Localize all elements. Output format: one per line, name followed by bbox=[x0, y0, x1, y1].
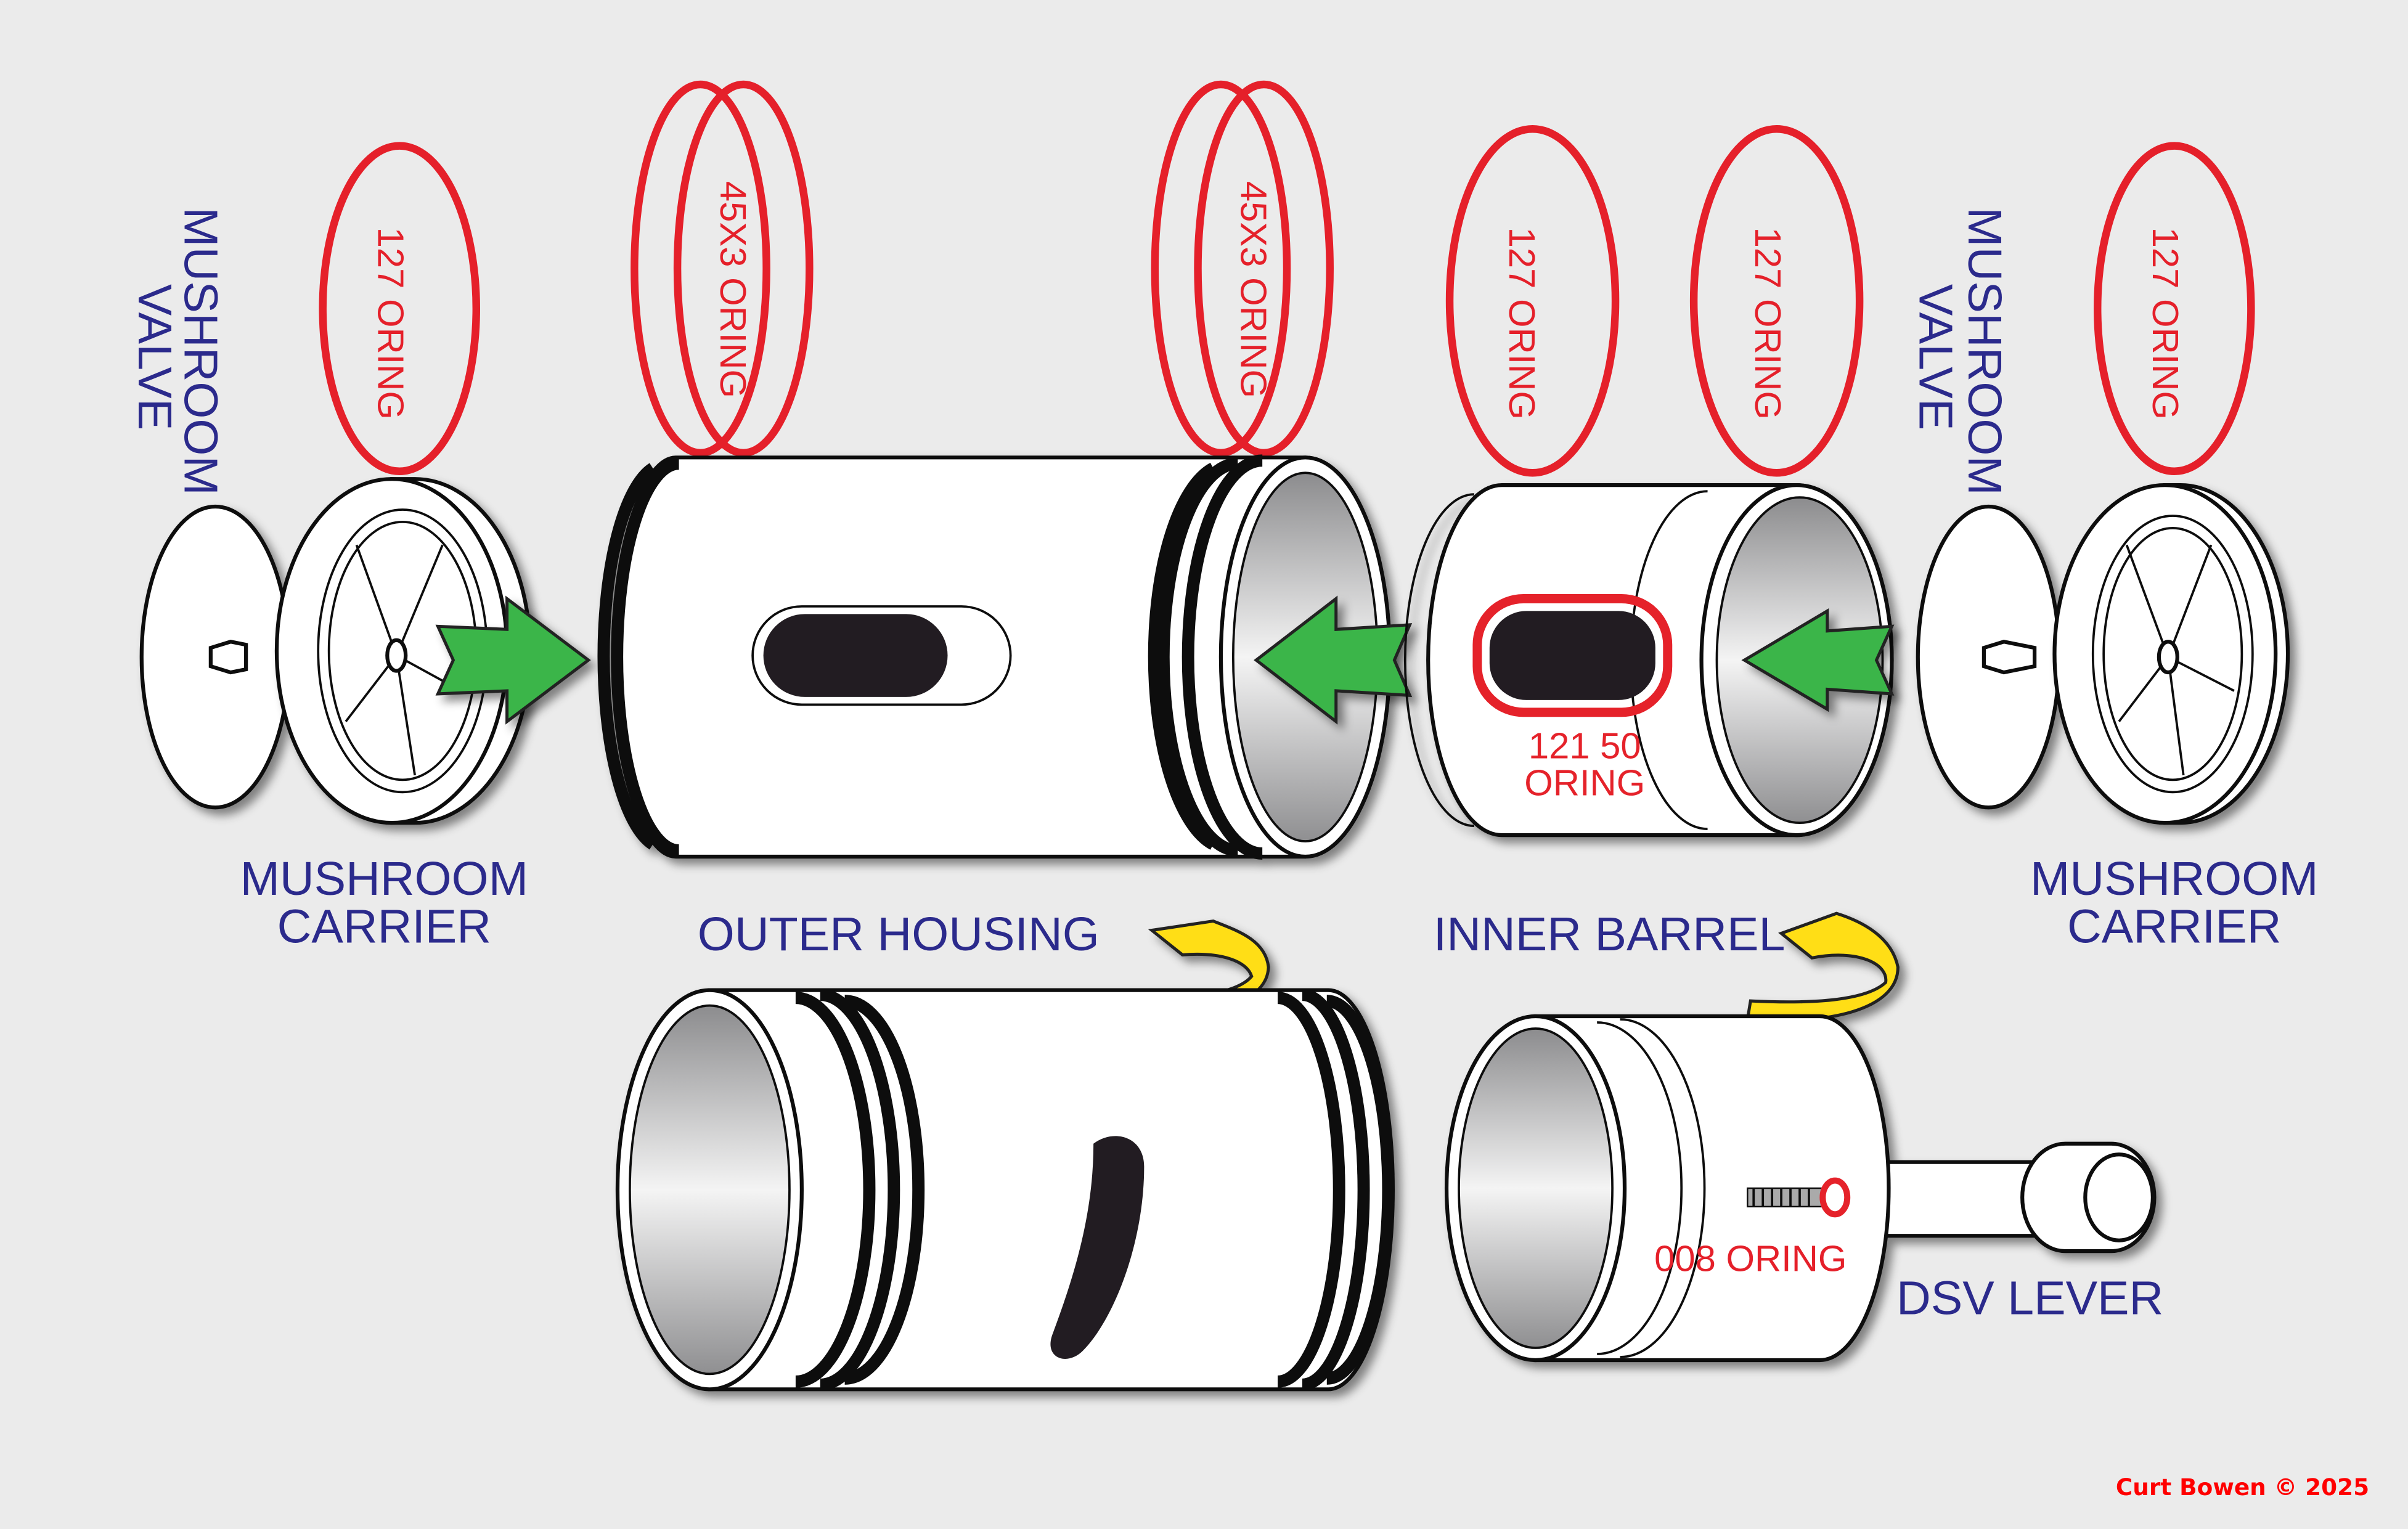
label-mushroom-carrier-left-2: CARRIER bbox=[277, 900, 491, 953]
svg-text:127 ORING: 127 ORING bbox=[370, 227, 411, 420]
svg-text:45X3 ORING: 45X3 ORING bbox=[1233, 181, 1274, 398]
oring-127-carrier-left: 127 ORING bbox=[319, 142, 481, 475]
oring-127-barrel-left: 127 ORING bbox=[1445, 125, 1620, 477]
oring-45x3-housing-left: 45X3 ORING bbox=[631, 80, 814, 457]
label-outer-housing: OUTER HOUSING bbox=[698, 908, 1100, 961]
oring-127-barrel-right: 127 ORING bbox=[1689, 125, 1864, 477]
label-mushroom-valve-left-1: MUSHROOM bbox=[174, 207, 227, 495]
label-mushroom-valve-right-2: VALVE bbox=[1909, 284, 1962, 430]
outer-housing-bottom bbox=[615, 988, 1395, 1392]
svg-text:45X3 ORING: 45X3 ORING bbox=[712, 181, 754, 398]
green-arrow-right-icon bbox=[435, 595, 591, 725]
credit: Curt Bowen © 2025 bbox=[2116, 1474, 2369, 1501]
oring-121-50-label-1: 121 50 bbox=[1528, 725, 1641, 767]
label-dsv-lever: DSV LEVER bbox=[1896, 1271, 2163, 1324]
oring-127-carrier-right: 127 ORING bbox=[2094, 142, 2255, 475]
label-mushroom-valve-left-2: VALVE bbox=[128, 284, 181, 430]
svg-text:127 ORING: 127 ORING bbox=[2145, 227, 2186, 420]
outer-housing-top bbox=[597, 454, 1392, 860]
label-mushroom-carrier-right-2: CARRIER bbox=[2067, 900, 2281, 953]
oring-45x3-housing-right: 45X3 ORING bbox=[1151, 80, 1334, 457]
mushroom-valve-left bbox=[139, 504, 291, 810]
label-mushroom-valve-right-1: MUSHROOM bbox=[1958, 207, 2011, 495]
label-mushroom-carrier-left-1: MUSHROOM bbox=[240, 852, 528, 905]
green-arrow-left-icon bbox=[1254, 595, 1413, 725]
svg-text:127 ORING: 127 ORING bbox=[1501, 227, 1543, 420]
inner-barrel-bottom bbox=[1444, 1014, 2157, 1363]
mushroom-carrier-right bbox=[2052, 483, 2290, 825]
yellow-rotate-arrow-2-icon bbox=[1745, 911, 1900, 1022]
green-arrow-left-2-icon bbox=[1741, 608, 1895, 712]
svg-text:127 ORING: 127 ORING bbox=[1747, 227, 1789, 420]
oring-121-50-label-2: ORING bbox=[1524, 762, 1645, 803]
label-inner-barrel: INNER BARREL bbox=[1434, 908, 1786, 961]
oring-008-label: 008 ORING bbox=[1654, 1238, 1847, 1279]
label-mushroom-carrier-right-1: MUSHROOM bbox=[2030, 852, 2318, 905]
mushroom-valve-right bbox=[1916, 504, 2062, 810]
